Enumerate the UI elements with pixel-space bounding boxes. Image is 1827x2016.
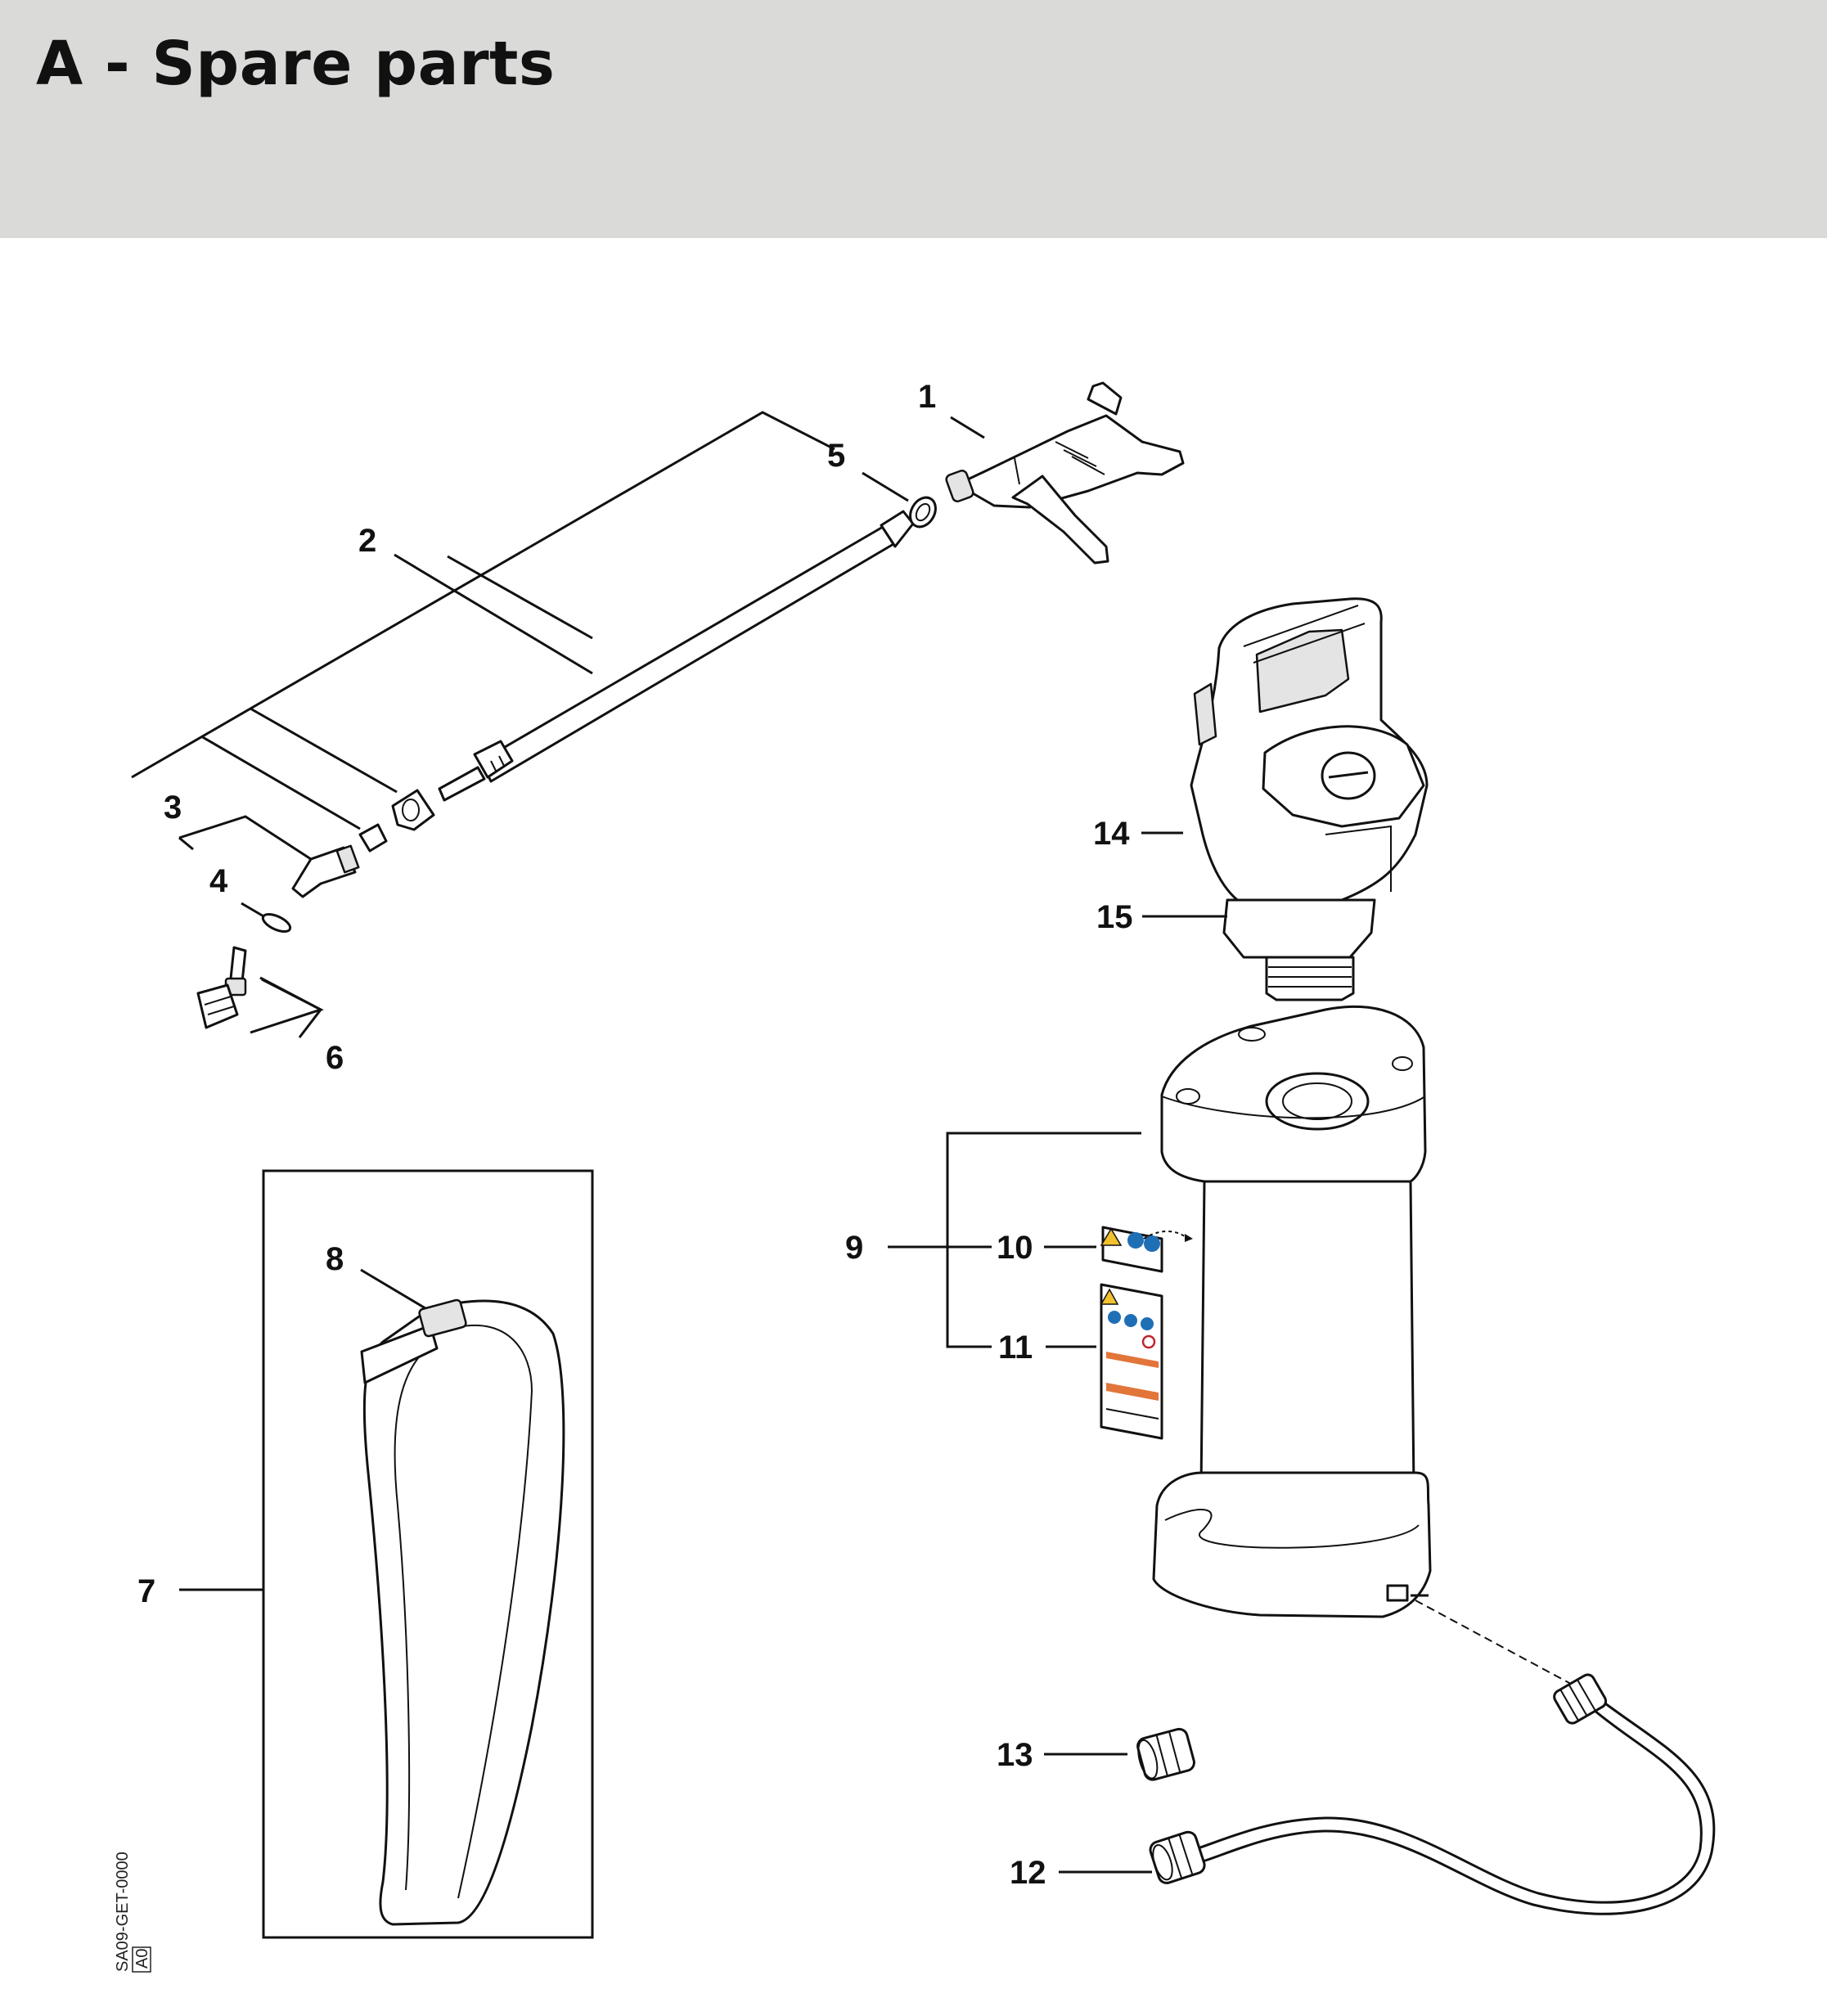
small-seal bbox=[261, 912, 292, 934]
warning-label-small bbox=[1100, 1226, 1193, 1273]
callout-3: 3 bbox=[164, 790, 182, 826]
mandatory-icon bbox=[1141, 1317, 1154, 1330]
mandatory-icon bbox=[1144, 1235, 1160, 1252]
callout-7: 7 bbox=[137, 1573, 155, 1609]
hose bbox=[1149, 1600, 1716, 1915]
coupling-nut bbox=[391, 789, 435, 831]
callout-13: 13 bbox=[997, 1737, 1033, 1773]
cap-nut bbox=[1136, 1727, 1195, 1781]
pump-handle bbox=[1190, 597, 1429, 910]
callout-6: 6 bbox=[326, 1040, 344, 1076]
callout-10: 10 bbox=[997, 1230, 1033, 1266]
spray-handle bbox=[945, 381, 1185, 565]
callout-numbers: 1 2 3 4 5 6 7 8 9 10 11 12 13 14 15 bbox=[137, 379, 1133, 1891]
leader-lines-lance bbox=[131, 411, 985, 1038]
header-band bbox=[0, 0, 1827, 238]
nozzle-insert bbox=[224, 946, 247, 997]
nozzle-cap bbox=[196, 983, 239, 1029]
page-title: A - Spare parts bbox=[36, 29, 556, 99]
warning-label-large bbox=[1100, 1283, 1163, 1440]
warning-triangle-icon bbox=[1100, 1227, 1123, 1246]
callout-5: 5 bbox=[827, 438, 845, 474]
drawing-reference: SA09-GET-0000 A0 bbox=[114, 1852, 151, 1973]
angled-nozzle bbox=[291, 844, 360, 898]
callout-15: 15 bbox=[1096, 899, 1133, 935]
callout-11: 11 bbox=[998, 1330, 1033, 1366]
callout-2: 2 bbox=[358, 523, 376, 559]
mandatory-icon bbox=[1108, 1311, 1121, 1324]
warning-triangle-icon bbox=[1100, 1288, 1119, 1305]
o-ring bbox=[909, 496, 937, 529]
callout-8: 8 bbox=[326, 1241, 344, 1277]
mandatory-icon bbox=[1124, 1314, 1137, 1327]
adapter-sleeve bbox=[358, 823, 388, 853]
mandatory-icon bbox=[1127, 1232, 1144, 1249]
pressure-tank bbox=[1152, 1005, 1432, 1618]
callout-1: 1 bbox=[918, 379, 936, 415]
drawing-reference-code: SA09-GET-0000 bbox=[114, 1852, 132, 1972]
callout-12: 12 bbox=[1010, 1855, 1046, 1891]
thread-collar bbox=[1222, 898, 1376, 1001]
prohibition-icon bbox=[1141, 1334, 1156, 1349]
callout-9: 9 bbox=[845, 1230, 863, 1266]
drawing-revision: A0 bbox=[133, 1949, 151, 1969]
lance-tube bbox=[438, 510, 915, 802]
carrying-strap bbox=[360, 1298, 565, 1926]
callout-4: 4 bbox=[209, 863, 228, 899]
callout-14: 14 bbox=[1093, 816, 1130, 852]
